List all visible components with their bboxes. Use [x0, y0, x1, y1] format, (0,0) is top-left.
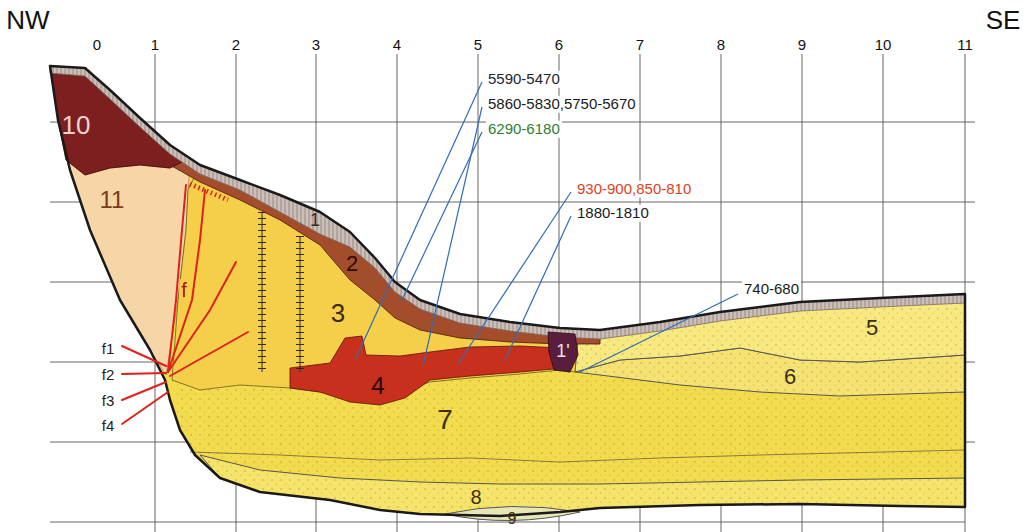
layer-7 [50, 66, 965, 516]
axis-number: 8 [715, 37, 727, 54]
axis-number: 11 [955, 37, 975, 54]
sampling-profile [262, 212, 300, 372]
layer-number: 11 [100, 187, 125, 213]
grid-line [50, 522, 965, 523]
fault-line [122, 346, 166, 366]
grid [50, 54, 975, 532]
profile-line [262, 212, 263, 372]
axis-number: 5 [472, 37, 484, 54]
profile-ticks [258, 212, 266, 372]
fault-label: f4 [100, 418, 117, 435]
fault-line [122, 373, 166, 374]
tick-mark [965, 202, 975, 203]
date-label: 5590-5470 [486, 71, 562, 88]
compass-label: NW [4, 6, 51, 35]
axis-number: 6 [553, 37, 565, 54]
axis-number: 1 [149, 37, 161, 54]
layer-number: 1' [556, 342, 569, 362]
fault-label: f2 [100, 367, 117, 384]
date-label: 740-680 [742, 281, 801, 298]
leader-lines [356, 82, 738, 372]
tick-mark [965, 442, 975, 443]
fault-line [170, 332, 248, 376]
axis-number: 0 [91, 37, 103, 54]
layer-number: 5 [866, 316, 878, 340]
compass-label: SE [984, 6, 1023, 35]
fault-line [122, 392, 168, 424]
axis-number: 10 [873, 37, 894, 54]
layer-number: 9 [508, 510, 517, 528]
axis-number: 9 [796, 37, 808, 54]
leader-line [402, 132, 482, 300]
layer-number: 7 [437, 405, 453, 436]
profile-line [300, 236, 301, 372]
layer-1-prime [548, 332, 578, 372]
layer-number: 6 [784, 365, 796, 389]
tick-mark [965, 362, 975, 363]
leader-line [458, 192, 571, 364]
layer-number: 4 [371, 373, 384, 399]
axis-number: 7 [634, 37, 646, 54]
layer-number: 10 [62, 111, 91, 140]
faults [122, 184, 248, 424]
layer-1 [50, 66, 965, 339]
date-label: 930-900,850-810 [575, 181, 693, 198]
fault-line [168, 262, 236, 372]
fault-label: f [179, 279, 189, 301]
section-outline [50, 66, 965, 516]
date-label: 1880-1810 [575, 205, 651, 222]
layer-number: 1 [310, 211, 320, 231]
layer-number: 3 [331, 299, 345, 328]
fault-label: f1 [100, 341, 117, 358]
tick-mark [965, 282, 975, 283]
profile-ticks [296, 236, 304, 372]
layer-number: 2 [346, 252, 358, 276]
date-label: 6290-6180 [486, 121, 562, 138]
axis-number: 2 [230, 37, 242, 54]
tick-mark [965, 122, 975, 123]
leader-line [505, 216, 571, 360]
date-label: 5860-5830,5750-5670 [486, 96, 638, 113]
fault-trace [190, 184, 228, 200]
leader-line [580, 294, 738, 372]
axis-number: 4 [391, 37, 403, 54]
layer-10 [50, 66, 190, 175]
layer-number: 8 [470, 486, 481, 508]
axis-number: 3 [310, 37, 322, 54]
fault-label: f3 [100, 393, 117, 410]
leader-line [356, 82, 482, 358]
